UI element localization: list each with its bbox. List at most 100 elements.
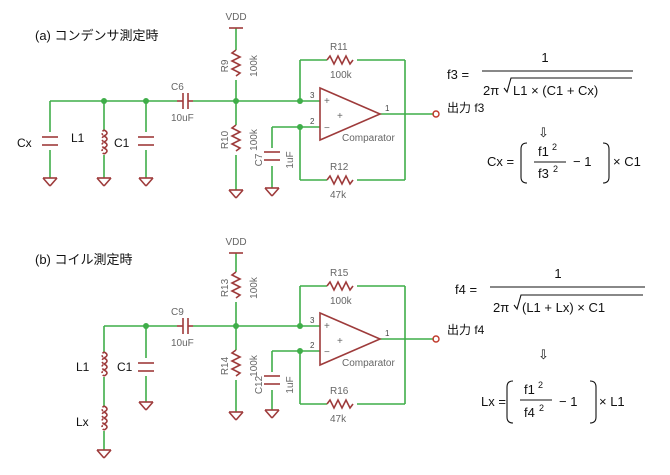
c6-name: C6 bbox=[171, 82, 184, 93]
formula-cx: Cx = f1 2 f3 2 − 1 × C1 bbox=[487, 142, 641, 184]
r12-name: R12 bbox=[330, 162, 349, 173]
junctions-b bbox=[143, 323, 303, 354]
c6-value: 10uF bbox=[171, 113, 194, 124]
capacitor-c6 bbox=[177, 93, 193, 109]
circuit-a: (a) コンデンサ測定時 bbox=[17, 12, 641, 201]
pin2-a: 2 bbox=[310, 117, 315, 126]
formula-f3: f3 = 1 2π L1 × (C1 + Cx) bbox=[447, 50, 633, 98]
lx-frac-den-exp: 2 bbox=[539, 403, 544, 413]
lx-frac-den: f4 bbox=[524, 405, 535, 420]
c12-name: C12 bbox=[254, 375, 265, 394]
opamp-a bbox=[319, 86, 383, 142]
opamp-b bbox=[319, 311, 383, 367]
title-b: (b) コイル測定時 bbox=[35, 252, 133, 267]
capacitor-c12 bbox=[264, 375, 280, 385]
output-label-b: 出力 f4 bbox=[447, 323, 485, 337]
f3-lhs: f3 = bbox=[447, 67, 469, 82]
f3-den-prefix: 2π bbox=[483, 83, 499, 98]
lx-bracket-left bbox=[506, 380, 514, 424]
formula-f4: f4 = 1 2π (L1 + Lx) × C1 bbox=[455, 266, 645, 315]
lx-bracket-right bbox=[589, 380, 597, 424]
r16-name: R16 bbox=[330, 386, 349, 397]
capacitor-cx bbox=[42, 136, 58, 146]
r13-name: R13 bbox=[220, 278, 231, 297]
c9-name: C9 bbox=[171, 307, 184, 318]
formula-lx: Lx = f1 2 f4 2 − 1 × L1 bbox=[481, 380, 625, 424]
c1-label-a: C1 bbox=[114, 136, 130, 150]
capacitor-c1-a bbox=[138, 136, 154, 146]
inductor-l1-a bbox=[101, 129, 108, 155]
c1-label-b: C1 bbox=[117, 360, 133, 374]
r11-value: 100k bbox=[330, 70, 353, 81]
cx-bracket-right bbox=[602, 142, 610, 184]
cx-bracket-left bbox=[520, 142, 528, 184]
r9-value: 100k bbox=[249, 54, 260, 77]
arrow-b: ⇩ bbox=[538, 347, 549, 362]
l1-label-b: L1 bbox=[76, 360, 90, 374]
r15-name: R15 bbox=[330, 268, 349, 279]
pin3-a: 3 bbox=[310, 91, 315, 100]
wires-b bbox=[103, 253, 434, 450]
output-pin-a[interactable] bbox=[432, 110, 440, 118]
r12-value: 47k bbox=[330, 190, 347, 201]
resistor-r9 bbox=[231, 49, 241, 77]
lx-label: Lx bbox=[76, 415, 89, 429]
f4-den-radicand: (L1 + Lx) × C1 bbox=[522, 300, 605, 315]
f4-numerator: 1 bbox=[554, 266, 561, 281]
wires-a bbox=[49, 28, 434, 190]
resistor-r14 bbox=[231, 349, 241, 377]
capacitor-c1-b bbox=[138, 362, 154, 372]
r13-value: 100k bbox=[249, 276, 260, 299]
pin3-b: 3 bbox=[310, 316, 315, 325]
lx-frac-num: f1 bbox=[524, 382, 535, 397]
title-a: (a) コンデンサ測定時 bbox=[35, 28, 159, 43]
r11-name: R11 bbox=[330, 42, 348, 53]
cx-frac-num: f1 bbox=[538, 144, 549, 159]
l1-label-a: L1 bbox=[71, 131, 85, 145]
output-pin-b[interactable] bbox=[432, 335, 440, 343]
inductor-lx bbox=[101, 405, 108, 431]
opamp-minus-a: − bbox=[324, 123, 330, 134]
ground-symbols-b bbox=[96, 401, 280, 459]
resistor-r11 bbox=[326, 55, 354, 65]
resistor-r12 bbox=[326, 175, 354, 185]
cx-label: Cx bbox=[17, 136, 32, 150]
capacitor-c9 bbox=[177, 318, 193, 334]
pin2-b: 2 bbox=[310, 341, 315, 350]
pin1-a: 1 bbox=[385, 104, 390, 113]
vdd-label-b: VDD bbox=[225, 237, 246, 248]
opamp-name-a: Comparator bbox=[342, 133, 395, 144]
f4-sqrt bbox=[513, 294, 643, 311]
vdd-label-a: VDD bbox=[225, 12, 246, 23]
resistor-r16 bbox=[326, 399, 354, 409]
c12-value: 1uF bbox=[285, 376, 296, 393]
pin1-b: 1 bbox=[385, 329, 390, 338]
f3-sqrt bbox=[503, 77, 632, 94]
capacitor-c7 bbox=[264, 151, 280, 161]
f3-den-radicand: L1 × (C1 + Cx) bbox=[513, 83, 598, 98]
lx-frac-num-exp: 2 bbox=[538, 380, 543, 390]
arrow-a: ⇩ bbox=[538, 125, 549, 140]
f3-numerator: 1 bbox=[541, 50, 548, 65]
circuit-b: (b) コイル測定時 bbox=[35, 237, 645, 459]
cx-minus-one: − 1 bbox=[573, 154, 591, 169]
r10-value: 100k bbox=[249, 128, 260, 151]
r10-name: R10 bbox=[220, 130, 231, 149]
lx-minus-one: − 1 bbox=[559, 394, 577, 409]
f4-lhs: f4 = bbox=[455, 282, 477, 297]
cx-frac-den-exp: 2 bbox=[553, 164, 558, 174]
c7-name: C7 bbox=[254, 153, 265, 166]
resistor-r10 bbox=[231, 124, 241, 152]
opamp-plus-b: + bbox=[324, 321, 330, 332]
resistor-r15 bbox=[326, 281, 354, 291]
r14-name: R14 bbox=[220, 356, 231, 375]
opamp-name-b: Comparator bbox=[342, 358, 395, 369]
r15-value: 100k bbox=[330, 296, 353, 307]
lx-lhs: Lx = bbox=[481, 394, 506, 409]
cx-tail: × C1 bbox=[613, 154, 641, 169]
opamp-minus-b: − bbox=[324, 347, 330, 358]
c7-value: 1uF bbox=[285, 151, 296, 168]
opamp-plus-a: + bbox=[324, 96, 330, 107]
resistor-r13 bbox=[231, 271, 241, 299]
